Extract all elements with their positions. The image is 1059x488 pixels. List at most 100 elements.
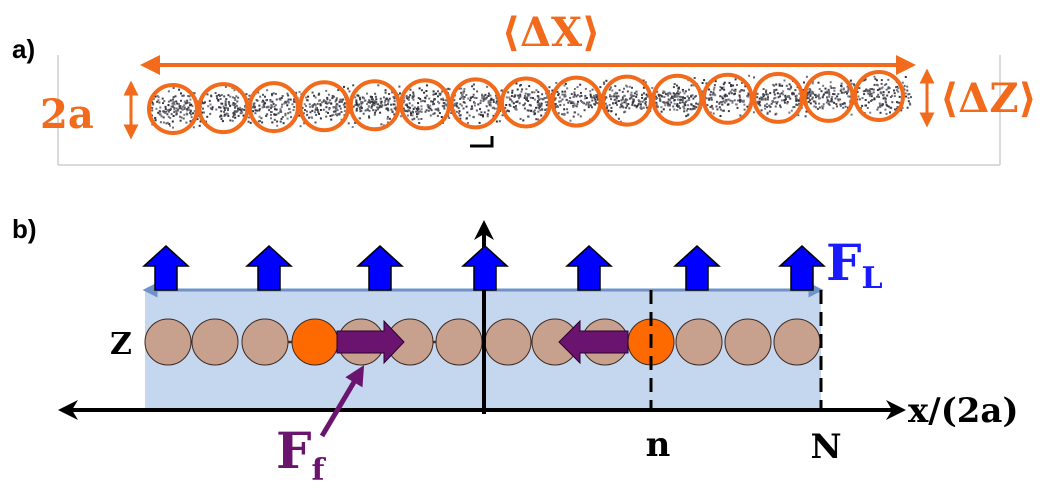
- cloud-dot: [446, 88, 449, 91]
- cloud-dot: [870, 95, 873, 98]
- cloud-dot: [776, 100, 779, 103]
- cloud-dot: [556, 105, 559, 108]
- cloud-dot: [171, 120, 174, 123]
- cloud-dot: [423, 100, 426, 103]
- cloud-dot: [626, 98, 629, 101]
- cloud-dot: [429, 104, 432, 107]
- cloud-dot: [336, 103, 339, 106]
- panel-b-label: b): [12, 214, 37, 244]
- cloud-dot: [527, 109, 530, 112]
- cloud-dot: [379, 97, 382, 100]
- cloud-dot: [727, 110, 730, 113]
- cloud-dot: [629, 93, 632, 96]
- cloud-dot: [581, 101, 584, 103]
- cloud-dot: [761, 97, 764, 99]
- fl-label: FL: [826, 233, 883, 296]
- cloud-dot: [668, 91, 671, 94]
- cloud-dot: [808, 91, 811, 93]
- cloud-dot: [883, 84, 886, 87]
- cloud-dot: [876, 108, 879, 111]
- cloud-dot: [515, 82, 518, 85]
- cloud-dot: [458, 110, 461, 113]
- cloud-dot: [679, 107, 682, 110]
- cloud-dot: [188, 108, 191, 111]
- cloud-dot: [280, 96, 283, 99]
- cloud-dot: [261, 100, 264, 103]
- cloud-dot: [868, 94, 871, 97]
- cloud-dot: [818, 88, 821, 91]
- cloud-dot: [869, 88, 872, 91]
- cloud-dot: [655, 98, 658, 100]
- cloud-dot: [180, 99, 182, 102]
- cloud-dot: [861, 104, 864, 107]
- cloud-dot: [788, 96, 791, 99]
- cloud-dot: [475, 109, 478, 112]
- cloud-dot: [731, 100, 734, 103]
- cloud-dot: [384, 89, 387, 92]
- cloud-dot: [266, 89, 269, 92]
- cloud-dot: [379, 100, 382, 103]
- cloud-dot: [794, 89, 797, 92]
- cloud-dot: [216, 97, 219, 100]
- cloud-dot: [211, 106, 214, 109]
- cloud-dot: [563, 103, 566, 106]
- cloud-dot: [780, 99, 783, 102]
- cloud-dot: [857, 95, 860, 98]
- cloud-dot: [425, 94, 428, 97]
- cloud-dot: [313, 111, 316, 114]
- cloud-dot: [621, 102, 624, 105]
- cloud-dot: [466, 111, 469, 114]
- cloud-dot: [762, 98, 765, 101]
- cloud-dot: [519, 95, 522, 98]
- cloud-dot: [893, 89, 895, 92]
- cloud-dot: [764, 107, 767, 110]
- cloud-dot: [620, 99, 623, 102]
- cloud-dot: [554, 103, 557, 106]
- cloud-dot: [328, 108, 331, 111]
- cloud-dot: [185, 112, 188, 115]
- cloud-dot: [846, 90, 849, 93]
- cloud-dot: [741, 100, 744, 102]
- cloud-dot: [157, 99, 160, 102]
- cloud-dot: [765, 89, 768, 92]
- cloud-dot: [224, 104, 227, 107]
- cloud-dot: [261, 106, 264, 109]
- cloud-dot: [683, 92, 686, 95]
- cloud-dot: [617, 100, 620, 102]
- cloud-dot: [818, 106, 821, 109]
- cloud-dot: [357, 94, 360, 97]
- cloud-dot: [709, 106, 712, 108]
- cloud-dot: [660, 95, 663, 98]
- cloud-dot: [868, 89, 871, 92]
- cloud-dot: [387, 99, 390, 102]
- cloud-dot: [266, 113, 269, 116]
- cloud-dot: [173, 111, 176, 113]
- cloud-dot: [495, 102, 498, 105]
- cloud-dot: [152, 103, 155, 106]
- cloud-dot: [511, 89, 514, 92]
- cloud-dot: [442, 97, 444, 100]
- cloud-dot: [520, 90, 523, 93]
- cloud-dot: [487, 101, 490, 104]
- cloud-dot: [259, 120, 262, 123]
- cloud-dot: [537, 103, 540, 106]
- cloud-dot: [910, 96, 912, 99]
- cloud-dot: [381, 104, 384, 107]
- cloud-dot: [670, 97, 673, 100]
- cloud-dot: [190, 113, 193, 116]
- cloud-dot: [631, 102, 634, 105]
- cloud-dot: [710, 90, 712, 93]
- cloud-dot: [229, 104, 232, 107]
- cloud-dot: [688, 98, 691, 101]
- cloud-dot: [152, 102, 155, 105]
- cloud-dot: [867, 101, 870, 104]
- cloud-dot: [692, 107, 695, 110]
- cloud-dot: [878, 88, 881, 91]
- cloud-dot: [538, 104, 541, 107]
- cloud-dot: [523, 96, 526, 99]
- lift-arrow: [356, 244, 404, 291]
- cloud-dot: [287, 101, 290, 104]
- cloud-dot: [359, 98, 362, 101]
- cloud-dot: [167, 90, 170, 93]
- cloud-dot: [617, 95, 620, 98]
